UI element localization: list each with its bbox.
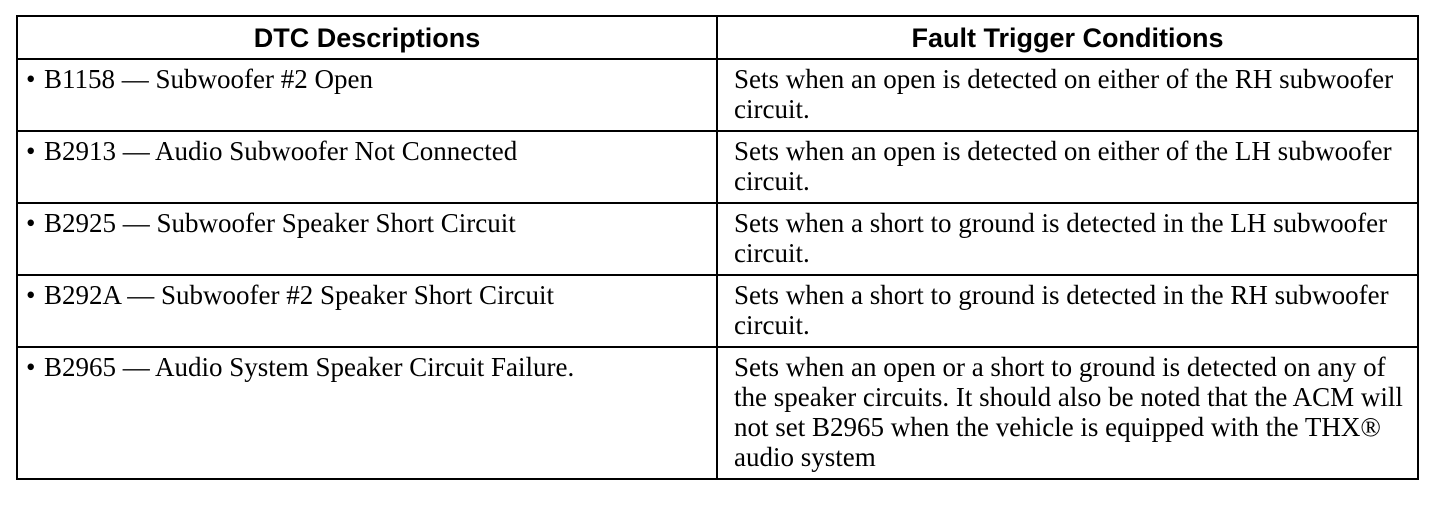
fault-condition: Sets when a short to ground is detected … xyxy=(716,274,1419,348)
bullet-icon: • xyxy=(26,352,36,382)
bullet-icon: • xyxy=(26,208,36,238)
table-row: • B2925 — Subwoofer Speaker Short Circuit… xyxy=(16,202,1419,276)
fault-condition: Sets when an open is detected on either … xyxy=(716,58,1419,132)
fault-condition: Sets when an open or a short to ground i… xyxy=(716,346,1419,480)
bullet-icon: • xyxy=(26,64,36,94)
table-header-row: DTC Descriptions Fault Trigger Condition… xyxy=(16,15,1419,60)
dtc-description-cell: • B2965 — Audio System Speaker Circuit Fa… xyxy=(16,346,718,480)
header-fault-trigger-conditions: Fault Trigger Conditions xyxy=(716,15,1419,60)
dtc-description-cell: • B292A — Subwoofer #2 Speaker Short Circ… xyxy=(16,274,718,348)
fault-condition: Sets when an open is detected on either … xyxy=(716,130,1419,204)
dtc-table: DTC Descriptions Fault Trigger Condition… xyxy=(16,15,1419,480)
table-row: • B2913 — Audio Subwoofer Not Connected S… xyxy=(16,130,1419,204)
bullet-icon: • xyxy=(26,136,36,166)
dtc-description: B2965 — Audio System Speaker Circuit Fai… xyxy=(44,352,575,382)
dtc-description: B2913 — Audio Subwoofer Not Connected xyxy=(44,136,518,166)
dtc-description-cell: • B2925 — Subwoofer Speaker Short Circuit xyxy=(16,202,718,276)
fault-condition: Sets when a short to ground is detected … xyxy=(716,202,1419,276)
dtc-description-cell: • B1158 — Subwoofer #2 Open xyxy=(16,58,718,132)
table-row: • B2965 — Audio System Speaker Circuit Fa… xyxy=(16,346,1419,480)
table-row: • B292A — Subwoofer #2 Speaker Short Circ… xyxy=(16,274,1419,348)
table-row: • B1158 — Subwoofer #2 Open Sets when an … xyxy=(16,58,1419,132)
bullet-icon: • xyxy=(26,280,36,310)
header-dtc-descriptions: DTC Descriptions xyxy=(16,15,718,60)
dtc-description: B2925 — Subwoofer Speaker Short Circuit xyxy=(44,208,516,238)
dtc-description: B1158 — Subwoofer #2 Open xyxy=(44,64,373,94)
dtc-description-cell: • B2913 — Audio Subwoofer Not Connected xyxy=(16,130,718,204)
dtc-description: B292A — Subwoofer #2 Speaker Short Circu… xyxy=(44,280,554,310)
